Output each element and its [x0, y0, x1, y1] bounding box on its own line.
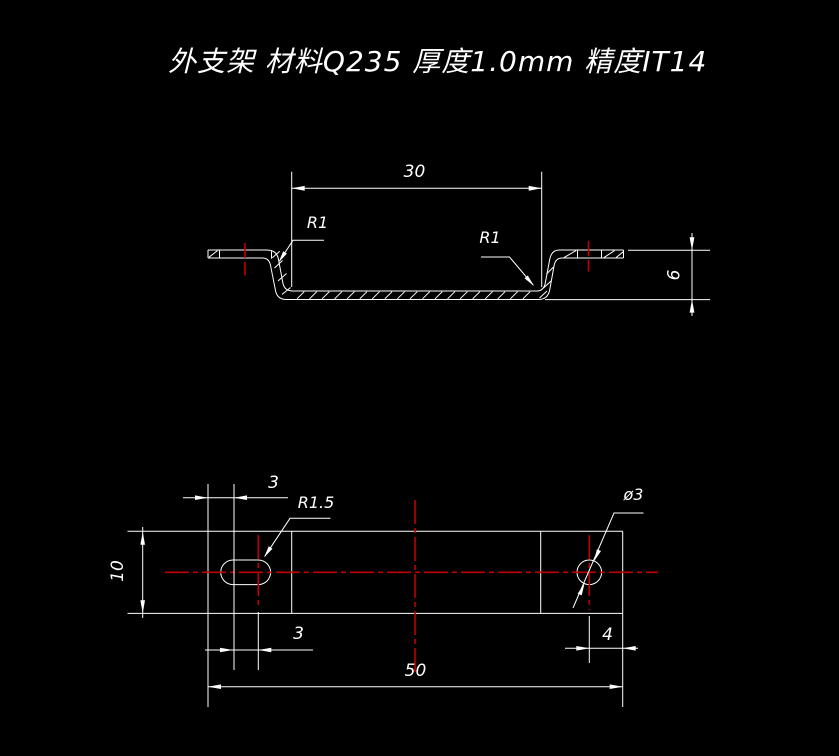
dim-10: 10: [108, 527, 145, 618]
dim-30-label: 30: [404, 162, 426, 182]
dim-4-label: 4: [602, 625, 613, 645]
dim-30: 30: [291, 162, 543, 287]
leader-line: [264, 517, 331, 557]
radius-r1-right-label: R1: [479, 228, 500, 247]
leader-line: [572, 512, 644, 609]
hatch-line: [422, 291, 431, 300]
arrowhead: [195, 495, 208, 500]
arrowhead: [689, 299, 695, 313]
leader-line: [481, 256, 534, 286]
hatch-line: [384, 291, 393, 300]
hatch-line: [459, 291, 468, 300]
arrowhead: [258, 647, 272, 653]
hatch-line: [409, 291, 418, 300]
web-section-hatching: [296, 291, 531, 300]
dim-4: 4: [565, 616, 638, 663]
hatch-line: [346, 291, 355, 300]
hatch-line: [334, 291, 343, 300]
dim-3-top: 3: [183, 473, 288, 670]
dim-6-label: 6: [665, 269, 685, 280]
arrowhead: [576, 646, 590, 651]
arrowhead: [594, 549, 601, 562]
hatch-line: [472, 291, 481, 300]
arrowhead: [140, 600, 145, 614]
dim-10-label: 10: [108, 560, 128, 582]
arrowhead: [689, 237, 695, 251]
dim-3-bottom-label: 3: [293, 624, 304, 644]
hatch-line: [296, 291, 305, 300]
hatch-line: [371, 291, 380, 300]
arrowhead: [577, 583, 585, 596]
hatch-line: [397, 291, 405, 300]
plan-view: 3 R1.5 ø3 10 3: [108, 473, 658, 707]
hatch-line: [359, 291, 368, 300]
arrowhead: [278, 251, 287, 263]
arrowhead: [291, 185, 305, 191]
leader-dia3: ø3: [572, 485, 644, 609]
side-view: 30 6 R1 R1: [207, 162, 710, 316]
leader-r1-right: R1: [479, 228, 534, 286]
radius-r1-left-label: R1: [307, 213, 328, 232]
dim-3-top-label: 3: [268, 473, 279, 493]
dim-50: 50: [208, 661, 623, 689]
hatch-line: [497, 291, 506, 300]
arrowhead: [609, 684, 623, 689]
hatch-line: [309, 291, 318, 300]
arrowhead: [528, 185, 542, 191]
leader-r1-left: R1: [278, 213, 328, 263]
leader-line: [279, 239, 324, 262]
profile-top-surface: [208, 249, 624, 292]
profile-bottom-surface: [208, 257, 624, 300]
leader-r15: R1.5: [264, 493, 334, 558]
hatch-line: [434, 291, 443, 300]
hatch-line: [522, 291, 531, 300]
hatch-line: [447, 291, 456, 300]
hatch-line: [509, 291, 518, 300]
arrowhead: [234, 495, 247, 500]
hatch-line: [321, 291, 330, 300]
hole-diameter-label: ø3: [623, 485, 644, 504]
arrowhead: [622, 646, 636, 651]
hatch-line: [484, 291, 493, 300]
dim-3-bottom: 3: [205, 612, 313, 670]
arrowhead: [264, 546, 273, 558]
dim-6: 6: [545, 233, 710, 316]
section-hatching: [208, 250, 624, 299]
arrowhead: [140, 531, 145, 545]
drawing-title: 外支架 材料Q235 厚度1.0mm 精度IT14: [168, 45, 707, 78]
dim-50-label: 50: [405, 661, 427, 681]
arrowhead: [524, 275, 534, 286]
arrowhead: [208, 684, 221, 689]
arrowhead: [220, 647, 233, 653]
slot-radius-label: R1.5: [298, 493, 335, 512]
